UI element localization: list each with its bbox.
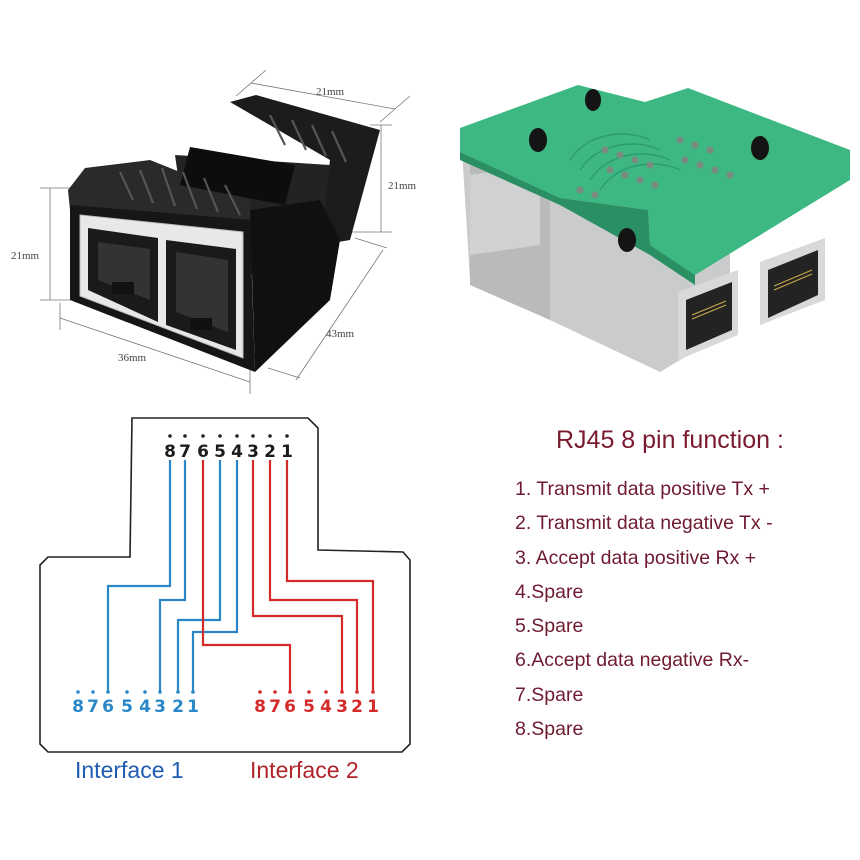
if2-pin-8: 8 — [254, 697, 266, 717]
wiring-diagram: 8 7 6 5 4 3 2 1 8 7 6 5 4 3 2 1 8 7 6 5 … — [39, 417, 411, 753]
pcb-photo — [460, 85, 850, 372]
rj45-ports — [678, 238, 825, 360]
if2-pin-1: 1 — [367, 697, 379, 717]
interface-2-label: Interface 2 — [250, 757, 359, 783]
pin-function-item: 5.Spare — [515, 615, 584, 638]
top-pin-6: 6 — [197, 442, 209, 462]
pin-function-item: 8.Spare — [515, 718, 584, 741]
pin-function-item: 4.Spare — [515, 580, 584, 603]
interface2-pin-labels: 8 7 6 5 4 3 2 1 — [254, 690, 379, 717]
dimension-lines — [40, 69, 411, 394]
dimension-depth: 43mm — [326, 328, 355, 340]
dimension-right-height: 21mm — [388, 180, 417, 192]
red-wires — [201, 460, 375, 692]
dimension-front-height: 21mm — [11, 250, 40, 262]
blue-wires — [106, 460, 239, 692]
if1-pin-3: 3 — [154, 697, 166, 717]
if2-pin-7: 7 — [269, 697, 281, 717]
interface1-pin-labels: 8 7 6 5 4 3 2 1 — [72, 690, 199, 717]
if1-pin-6: 6 — [102, 697, 114, 717]
interface-1-label: Interface 1 — [75, 757, 184, 783]
pin-function-item: 7.Spare — [515, 683, 584, 706]
top-pin-8: 8 — [164, 442, 176, 462]
top-pin-5: 5 — [214, 442, 226, 462]
top-pin-3: 3 — [247, 442, 259, 462]
if1-pin-4: 4 — [139, 697, 151, 717]
dimension-top-width: 21mm — [316, 86, 345, 98]
top-pin-1: 1 — [281, 442, 293, 462]
pin-function-title: RJ45 8 pin function : — [556, 426, 784, 454]
pin-function-item: 6.Accept data negative Rx- — [515, 649, 750, 672]
if2-pin-4: 4 — [320, 697, 332, 717]
if2-pin-3: 3 — [336, 697, 348, 717]
splitter-body — [68, 95, 380, 372]
pin-function-item: 2. Transmit data negative Tx - — [515, 512, 773, 535]
pin-function-item: 1. Transmit data positive Tx + — [515, 478, 770, 500]
splitter-outline — [39, 417, 411, 753]
top-pin-2: 2 — [264, 442, 276, 462]
splitter-photo — [40, 69, 411, 394]
if2-pin-5: 5 — [303, 697, 315, 717]
dimension-front-width: 36mm — [118, 352, 147, 364]
top-pin-7: 7 — [179, 442, 191, 462]
pin-function-item: 3. Accept data positive Rx + — [515, 546, 757, 569]
if2-pin-2: 2 — [351, 697, 363, 717]
top-pin-4: 4 — [231, 442, 243, 462]
pin-function-list: 1. Transmit data positive Tx + 2. Transm… — [515, 478, 773, 752]
if1-pin-2: 2 — [172, 697, 184, 717]
if2-pin-6: 6 — [284, 697, 296, 717]
pcb-board — [460, 85, 850, 285]
if1-pin-8: 8 — [72, 697, 84, 717]
if1-pin-1: 1 — [187, 697, 199, 717]
top-pin-labels: 8 7 6 5 4 3 2 1 — [164, 434, 293, 462]
if1-pin-5: 5 — [121, 697, 133, 717]
if1-pin-7: 7 — [87, 697, 99, 717]
